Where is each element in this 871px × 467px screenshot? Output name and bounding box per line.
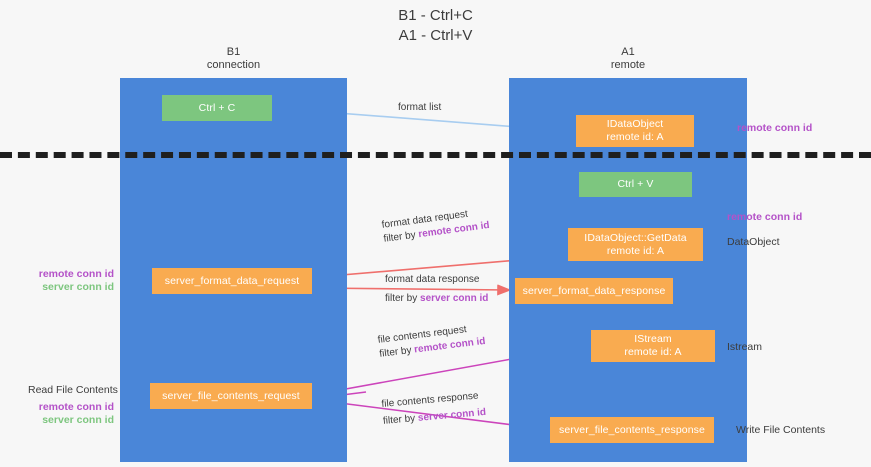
box-idataobject-line2: remote id: A: [606, 131, 664, 143]
column-b1-name: B1: [226, 46, 241, 58]
box-server-format-data-request[interactable]: server_format_data_request: [152, 268, 312, 294]
box-server-format-data-response-label: server_format_data_response: [522, 284, 666, 297]
filter-prefix: filter by: [382, 229, 420, 245]
box-getdata-line2: remote id: A: [606, 244, 665, 257]
box-istream[interactable]: IStream remote id: A: [591, 330, 715, 362]
label-remote-conn-id-top: remote conn id: [737, 122, 813, 134]
side-label-write-file-contents: Write File Contents: [736, 424, 826, 436]
legend-conn-ids-bottom: remote conn id server conn id: [22, 401, 114, 427]
phase-divider: [0, 152, 871, 158]
box-idataobject[interactable]: IDataObject remote id: A: [576, 115, 694, 147]
title-line-1: B1 - Ctrl+C: [398, 7, 473, 24]
flow-label-format-list: format list: [398, 101, 441, 114]
flow-label-format-data-response: format data response filter by server co…: [385, 273, 488, 305]
box-server-format-data-response[interactable]: server_format_data_response: [515, 278, 673, 304]
flow-label-format-data-request: format data request filter by remote con…: [381, 205, 490, 246]
flow-format-data-response-text: format data response: [385, 274, 480, 285]
column-a1-role: remote: [610, 59, 646, 71]
filter-value-server-conn-id: server conn id: [417, 406, 487, 424]
box-istream-line1: IStream: [634, 333, 672, 345]
box-server-format-data-request-label: server_format_data_request: [164, 274, 300, 287]
box-server-file-contents-response-label: server_file_contents_response: [559, 423, 705, 436]
filter-prefix: filter by: [378, 344, 415, 360]
filter-value-server-conn-id: server conn id: [420, 293, 489, 304]
box-server-file-contents-request-label: server_file_contents_request: [162, 389, 300, 402]
box-idataobject-line1: IDataObject: [606, 118, 664, 130]
column-header-b1: B1 connection: [120, 46, 347, 72]
box-getdata-line1: IDataObject::GetData: [584, 231, 687, 244]
legend-conn-ids-mid: remote conn id server conn id: [22, 268, 114, 294]
filter-prefix: filter by: [385, 293, 421, 304]
flow-label-file-contents-response: file contents response filter by server …: [381, 389, 487, 428]
flow-format-list-text: format list: [398, 102, 442, 113]
box-ctrl-v[interactable]: Ctrl + V: [579, 172, 692, 197]
legend-bot-remote-conn-id: remote conn id: [38, 401, 114, 413]
legend-bot-server-conn-id: server conn id: [42, 414, 114, 426]
box-server-file-contents-request[interactable]: server_file_contents_request: [150, 383, 312, 409]
page-title: B1 - Ctrl+C A1 - Ctrl+V: [0, 6, 871, 46]
filter-prefix: filter by: [382, 412, 419, 427]
legend-mid-remote-conn-id: remote conn id: [38, 268, 114, 280]
label-remote-conn-id-mid: remote conn id: [727, 211, 803, 223]
title-line-2: A1 - Ctrl+V: [398, 27, 473, 44]
flow-format-data-response-filter: filter by server conn id: [385, 292, 488, 305]
column-a1-name: A1: [621, 46, 635, 58]
legend-mid-server-conn-id: server conn id: [42, 281, 114, 293]
side-label-read-file-contents: Read File Contents: [28, 384, 118, 396]
box-idataobject-getdata[interactable]: IDataObject::GetData remote id: A: [568, 228, 703, 261]
box-istream-line2: remote id: A: [624, 346, 682, 358]
flow-label-file-contents-request: file contents request filter by remote c…: [377, 321, 486, 361]
column-header-a1: A1 remote: [509, 46, 747, 72]
column-b1-role: connection: [206, 59, 261, 71]
box-server-file-contents-response[interactable]: server_file_contents_response: [550, 417, 714, 443]
side-label-dataobject: DataObject: [727, 236, 780, 248]
box-ctrl-c[interactable]: Ctrl + C: [162, 95, 272, 121]
box-ctrl-v-label: Ctrl + V: [617, 178, 654, 190]
box-ctrl-c-label: Ctrl + C: [198, 101, 236, 114]
side-label-istream: Istream: [727, 341, 763, 353]
